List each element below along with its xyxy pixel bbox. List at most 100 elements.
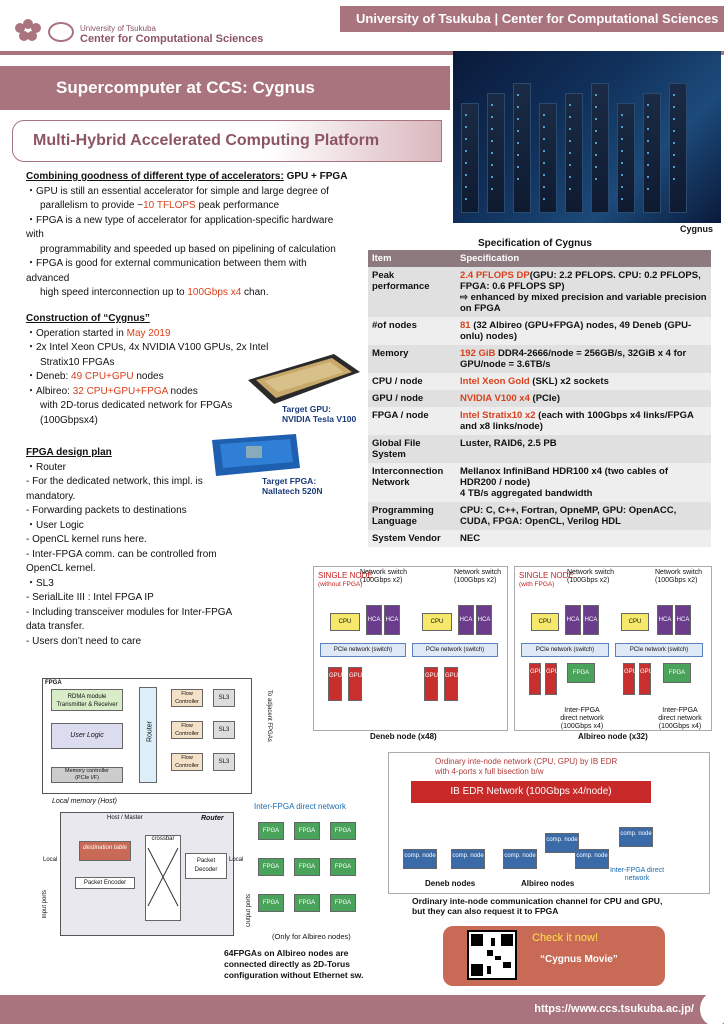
deneb-gpu-1: GPU bbox=[328, 667, 342, 701]
combining-b1c: peak performance bbox=[195, 200, 280, 211]
ib-note-1: Ordinary inte-node network (CPU, GPU) by… bbox=[435, 757, 618, 766]
server-rack bbox=[643, 93, 661, 213]
spec-item: System Vendor bbox=[368, 530, 456, 547]
platform-title: Multi-Hybrid Accelerated Computing Platf… bbox=[33, 132, 380, 149]
router-detail-title: Router bbox=[201, 815, 224, 822]
rack-led bbox=[569, 152, 571, 154]
rack-led bbox=[465, 198, 467, 200]
router-crossbar: crossbar bbox=[145, 835, 181, 921]
server-rack bbox=[669, 83, 687, 213]
cygnus-photo bbox=[453, 51, 721, 223]
ib-comp-node-3: comp. node bbox=[503, 849, 537, 869]
spec-item: #of nodes bbox=[368, 317, 456, 345]
router-local-in: Local bbox=[43, 857, 58, 863]
spec-value-text: (PCIe) bbox=[529, 393, 560, 404]
rack-led bbox=[673, 166, 675, 168]
albireo-inter-fpga-speed-2: (100Gbps x4) bbox=[658, 723, 702, 730]
torus-title: Inter-FPGA direct network bbox=[254, 802, 347, 811]
router-dest-table: destination table bbox=[79, 841, 131, 861]
albireo-cpu-1: CPU bbox=[531, 613, 559, 631]
rack-led bbox=[491, 188, 493, 190]
spec-value-highlight: Intel Xeon Gold bbox=[460, 376, 530, 387]
spec-value-highlight: 81 bbox=[460, 320, 471, 331]
top-rule bbox=[0, 51, 724, 55]
torus-caption: 64FPGAs on Albireo nodes are connected d… bbox=[224, 948, 384, 981]
rack-led bbox=[621, 174, 623, 176]
title-band: Supercomputer at CCS: Cygnus bbox=[0, 66, 450, 110]
ccs-logo-icon bbox=[48, 22, 74, 42]
rack-led bbox=[647, 164, 649, 166]
rack-led bbox=[491, 164, 493, 166]
rack-led bbox=[543, 162, 545, 164]
fpga-plan-line: - OpenCL kernel runs here. bbox=[26, 534, 147, 545]
spec-value-highlight: 2.4 PFLOPS DP bbox=[460, 270, 530, 281]
rack-led bbox=[647, 116, 649, 118]
deneb-sub-label: (without FPGA) bbox=[318, 581, 363, 588]
torus-fpga: FPGA bbox=[330, 894, 356, 912]
ib-caption: Ordinary inte-node communication channel… bbox=[412, 896, 662, 916]
rack-led bbox=[595, 178, 597, 180]
deneb-gpu-4: GPU bbox=[444, 667, 458, 701]
qr-code-icon[interactable] bbox=[467, 930, 517, 980]
albireo-caption: Albireo node (x32) bbox=[578, 732, 648, 741]
spec-value-text: Luster, RAID6, 2.5 PB bbox=[460, 438, 557, 449]
combining-b2c: programmability and speeded up based on … bbox=[40, 243, 336, 255]
rack-led bbox=[543, 198, 545, 200]
rack-led bbox=[621, 162, 623, 164]
deneb-cpu-1: CPU bbox=[330, 613, 360, 631]
construction-c1: ・Operation started in bbox=[26, 327, 127, 339]
header-band: University of Tsukuba | Center for Compu… bbox=[340, 6, 724, 32]
movie-title[interactable]: “Cygnus Movie” bbox=[540, 954, 618, 965]
albireo-gpu-3: GPU bbox=[623, 663, 637, 695]
fpga-plan-line: data transfer. bbox=[26, 621, 85, 632]
rack-led bbox=[569, 104, 571, 106]
deneb-gpu-3: GPU bbox=[424, 667, 438, 701]
rack-led bbox=[621, 126, 623, 128]
fpga-plan-line: - Including transceiver modules for Inte… bbox=[26, 606, 233, 618]
combining-b1-red: 10 TFLOPS bbox=[143, 200, 196, 211]
combining-b3b: advanced bbox=[26, 272, 70, 284]
rack-led bbox=[543, 126, 545, 128]
rack-led bbox=[465, 114, 467, 116]
deneb-hca-4: HCA bbox=[476, 605, 492, 635]
torus-fpga: FPGA bbox=[258, 822, 284, 840]
rack-led bbox=[491, 140, 493, 142]
construction-c2: ・2x Intel Xeon CPUs, 4x NVIDIA V100 GPUs… bbox=[26, 342, 269, 353]
rack-led bbox=[517, 130, 519, 132]
rack-led bbox=[465, 186, 467, 188]
albireo-gpu-4: GPU bbox=[639, 663, 653, 695]
torus-fpga: FPGA bbox=[258, 858, 284, 876]
rack-led bbox=[673, 142, 675, 144]
ib-caption-2: but they can also request it to FPGA bbox=[412, 906, 559, 916]
torus-caption-1: 64FPGAs on Albireo nodes are bbox=[224, 948, 349, 958]
rack-led bbox=[569, 116, 571, 118]
qr-module bbox=[495, 956, 501, 960]
rack-led bbox=[595, 94, 597, 96]
spec-value-highlight: 192 GiB bbox=[460, 348, 496, 359]
construction-c3: ・Deneb: bbox=[26, 371, 72, 382]
block-sl3-3: SL3 bbox=[213, 753, 235, 771]
spec-value-text: (SKL) x2 sockets bbox=[529, 376, 609, 387]
rack-led bbox=[621, 150, 623, 152]
fpga-plan-line: OpenCL kernel. bbox=[26, 563, 96, 574]
spec-value: 81 (32 Albireo (GPU+FPGA) nodes, 49 Dene… bbox=[456, 317, 711, 345]
router-local-out: Local bbox=[229, 857, 244, 863]
fpga-plan-section: FPGA design plan ・Router - For the dedic… bbox=[26, 446, 296, 649]
torus-fpga: FPGA bbox=[294, 822, 320, 840]
target-fpga-label: Target FPGA: Nallatech 520N bbox=[262, 476, 322, 496]
footer-url[interactable]: https://www.ccs.tsukuba.ac.jp/ bbox=[534, 1003, 694, 1015]
fpga-plan-line: - Inter-FPGA comm. can be controlled fro… bbox=[26, 548, 217, 560]
fpga-plan-line: - For the dedicated network, this impl. … bbox=[26, 476, 203, 487]
albireo-fpga-1: FPGA bbox=[567, 663, 595, 683]
albireo-sub-label: (with FPGA) bbox=[519, 581, 555, 588]
server-rack bbox=[513, 83, 531, 213]
rack-led bbox=[647, 104, 649, 106]
rack-led bbox=[465, 162, 467, 164]
rack-led bbox=[621, 198, 623, 200]
photo-caption: Cygnus bbox=[680, 224, 714, 234]
server-rack bbox=[565, 93, 583, 213]
